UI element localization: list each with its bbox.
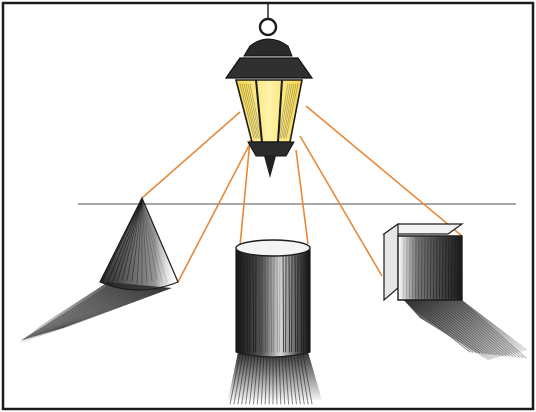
lantern-roof xyxy=(226,58,312,78)
cube-hatch-stroke xyxy=(440,238,441,298)
cylinder-hatch-stroke xyxy=(265,256,266,352)
cone xyxy=(100,198,178,290)
cube-hatch-stroke xyxy=(434,238,435,298)
lantern-hook-ring xyxy=(260,19,276,35)
cylinder-hatch-stroke xyxy=(283,256,284,352)
light-ray-cube-top xyxy=(306,106,462,236)
cube-hatch-stroke xyxy=(461,238,462,298)
cube-hatch-stroke xyxy=(437,238,438,298)
cube-hatch-stroke xyxy=(410,238,411,298)
cube-hatch-stroke xyxy=(413,238,414,298)
light-ray-cone-apex xyxy=(142,112,240,198)
cube-hatch-stroke xyxy=(425,238,426,298)
cone-shadow-stroke xyxy=(38,286,135,335)
light-ray-cylinder-left xyxy=(240,140,250,246)
cylinder-hatch-stroke xyxy=(271,256,272,352)
lantern-finial xyxy=(264,156,276,178)
cube-front-face xyxy=(398,236,462,300)
cone-shadow-stroke xyxy=(34,285,129,336)
cube-hatch-stroke xyxy=(407,238,408,298)
cube-hatch-stroke xyxy=(404,238,405,298)
cube-hatch-stroke xyxy=(449,238,450,298)
cylinder-hatch-stroke xyxy=(307,256,308,352)
cube xyxy=(384,224,462,300)
lantern-cap xyxy=(244,39,292,56)
cube-hatch-stroke xyxy=(452,238,453,298)
lantern-base xyxy=(248,142,294,156)
cylinder-hatch-stroke xyxy=(241,256,242,352)
cylinder xyxy=(236,240,310,357)
cube-hatch-stroke xyxy=(428,238,429,298)
cube-hatch-stroke xyxy=(422,238,423,298)
cube-hatch-stroke xyxy=(446,238,447,298)
light-ray-cube-left xyxy=(300,136,382,276)
cube-hatch-stroke xyxy=(416,238,417,298)
cylinder-hatch-stroke xyxy=(295,256,296,352)
light-ray-cylinder-right xyxy=(296,150,308,244)
cube-hatch-stroke xyxy=(419,238,420,298)
cylinder-hatch-stroke xyxy=(301,256,302,352)
cylinder-hatch-stroke xyxy=(289,256,290,352)
cone-shadow-stroke xyxy=(31,285,125,337)
lantern xyxy=(226,4,312,178)
cube-hatch-stroke xyxy=(458,238,459,298)
cylinder-hatch-stroke xyxy=(259,256,260,352)
cylinder-hatch-stroke xyxy=(253,256,254,352)
cube-hatch-stroke xyxy=(443,238,444,298)
cube-hatch-stroke xyxy=(431,238,432,298)
cube-hatch-stroke xyxy=(455,238,456,298)
cylinder-hatch-stroke xyxy=(247,256,248,352)
cone-shadow-stroke xyxy=(41,286,139,334)
cylinder-hatch-stroke xyxy=(277,256,278,352)
cone-shadow-stroke xyxy=(36,285,132,335)
cube-side-face xyxy=(384,224,398,300)
cylinder-top xyxy=(236,240,310,256)
